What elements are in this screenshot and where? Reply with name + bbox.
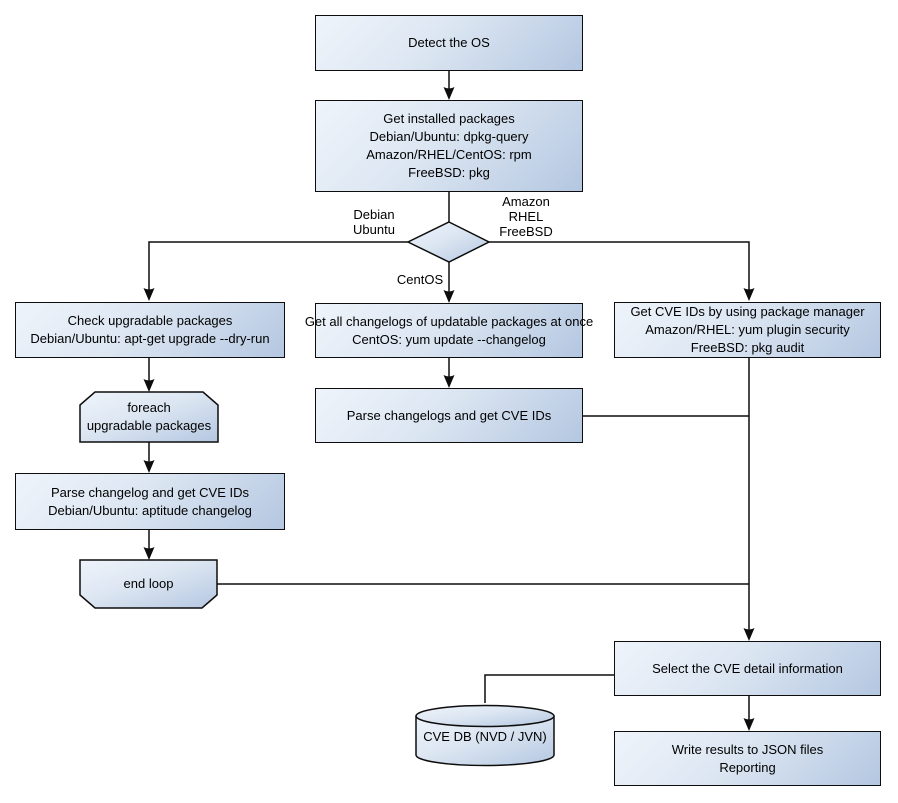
node-end-loop-label: end loop	[80, 560, 217, 608]
node-get-installed-packages-line: Debian/Ubuntu: dpkg-query	[369, 129, 529, 144]
arrowhead-into-foreach	[143, 379, 155, 392]
arrowhead-into-check	[143, 288, 155, 301]
arrowhead-into-endloop	[143, 547, 155, 560]
arrowhead-into-write	[743, 718, 755, 731]
node-write-results-line: Write results to JSON files	[671, 741, 824, 757]
node-parse-changelogs: Parse changelogs and get CVE IDs	[315, 388, 583, 443]
arrowhead-into-parse	[143, 460, 155, 473]
node-get-cve-by-pkg-manager-line: Get CVE IDs by using package manager	[630, 304, 865, 319]
cve-db-cylinder-body	[415, 716, 555, 767]
cve-db-cylinder-shape	[415, 704, 555, 767]
node-check-upgradable-line: Debian/Ubuntu: apt-get upgrade --dry-run	[30, 331, 270, 346]
foreach-loop-shape	[79, 391, 219, 443]
arrowhead-into-installed	[443, 87, 455, 100]
node-parse-changelogs-line: Parse changelogs and get CVE IDs	[346, 407, 552, 423]
node-get-all-changelogs: Get all changelogs of updatable packages…	[305, 303, 593, 358]
node-detect-os-line: Detect the OS	[408, 35, 490, 50]
edge-label-centos: CentOS	[389, 272, 451, 287]
node-cve-db-line: CVE DB (NVD / JVN)	[423, 729, 547, 744]
node-get-installed-packages-line: Get installed packages	[383, 111, 515, 126]
edge-label-centos-line: CentOS	[396, 272, 444, 287]
edge-label-amazon-rhel-freebsd: Amazon RHEL FreeBSD	[490, 194, 562, 239]
arrowhead-into-parsechangelogs	[443, 375, 455, 388]
connector-decision-right	[489, 241, 750, 291]
node-check-upgradable-line: Check upgradable packages	[67, 313, 233, 328]
edge-label-debian-ubuntu-line: Debian	[353, 207, 395, 222]
edge-label-amazon-rhel-freebsd-line: Amazon	[502, 194, 550, 209]
edge-label-amazon-rhel-freebsd-line: RHEL	[508, 209, 544, 224]
edge-label-debian-ubuntu-line: Ubuntu	[353, 222, 395, 237]
node-get-installed-packages-line: FreeBSD: pkg	[408, 165, 490, 180]
edge-label-debian-ubuntu: Debian Ubuntu	[344, 207, 404, 237]
node-end-loop-line: end loop	[123, 576, 174, 591]
connectors	[148, 71, 750, 720]
node-write-results-line: Reporting	[719, 759, 776, 775]
node-cve-db-label: CVE DB (NVD / JVN)	[416, 712, 554, 762]
node-check-upgradable: Check upgradable packages Debian/Ubuntu:…	[15, 302, 285, 358]
node-select-cve-detail-line: Select the CVE detail information	[652, 660, 843, 676]
os-decision-diamond-shape	[406, 221, 491, 263]
node-get-cve-by-pkg-manager-line: Amazon/RHEL: yum plugin security	[645, 322, 850, 337]
node-get-all-changelogs-line: CentOS: yum update --changelog	[352, 331, 546, 347]
cve-db-cylinder-top	[415, 704, 555, 728]
end-loop-shape	[79, 559, 218, 609]
node-get-installed-packages-line: Amazon/RHEL/CentOS: rpm	[366, 147, 532, 162]
connector-cvedb-to-select	[484, 674, 614, 703]
node-parse-changelog-deb: Parse changelog and get CVE IDs Debian/U…	[15, 473, 285, 530]
node-foreach-loop-line: foreach	[127, 400, 171, 415]
node-get-installed-packages: Get installed packages Debian/Ubuntu: dp…	[315, 100, 583, 192]
arrowheads	[143, 87, 755, 731]
node-get-cve-by-pkg-manager-line: FreeBSD: pkg audit	[690, 340, 805, 355]
node-foreach-loop-label: foreach upgradable packages	[80, 392, 218, 442]
edge-label-amazon-rhel-freebsd-line: FreeBSD	[499, 224, 553, 239]
arrowhead-into-changelogs	[443, 290, 455, 303]
node-parse-changelog-deb-line: Parse changelog and get CVE IDs	[50, 484, 249, 500]
connector-decision-left	[148, 241, 408, 291]
node-detect-os: Detect the OS	[315, 15, 583, 71]
node-get-all-changelogs-line: Get all changelogs of updatable packages…	[304, 313, 594, 329]
node-foreach-loop-line: upgradable packages	[86, 418, 212, 433]
node-get-cve-by-pkg-manager: Get CVE IDs by using package manager Ama…	[614, 302, 881, 358]
node-parse-changelog-deb-line: Debian/Ubuntu: aptitude changelog	[48, 502, 252, 518]
arrowhead-into-select	[743, 628, 755, 641]
arrowhead-into-getcve	[743, 288, 755, 301]
node-select-cve-detail: Select the CVE detail information	[614, 641, 881, 696]
node-write-results: Write results to JSON files Reporting	[614, 731, 881, 786]
